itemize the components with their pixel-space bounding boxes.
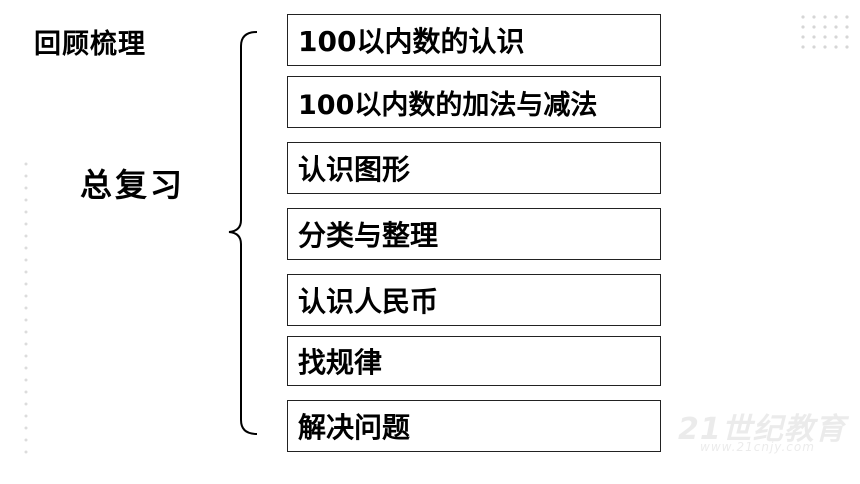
topic-box-5: 认识人民币 (287, 274, 661, 326)
topic-label-2: 100以内数的加法与减法 (298, 89, 598, 121)
watermark-text: 21世纪教育 (678, 412, 846, 447)
watermark-url: www.21cnjy.com (700, 440, 815, 454)
topic-label-3: 认识图形 (298, 153, 411, 186)
watermark-logo: 21世纪教育 www.21cnjy.com (660, 404, 860, 460)
main-topic-title: 总复习 (80, 166, 186, 204)
topic-box-1: 100以内数的认识 (287, 14, 661, 66)
topic-box-6: 找规律 (287, 336, 661, 386)
topic-label-7: 解决问题 (298, 411, 411, 444)
topic-label-4: 分类与整理 (298, 219, 439, 252)
topic-box-3: 认识图形 (287, 142, 661, 194)
section-label: 回顾梳理 (34, 29, 146, 60)
topic-label-6: 找规律 (298, 346, 383, 379)
topic-box-7: 解决问题 (287, 400, 661, 452)
topic-box-2: 100以内数的加法与减法 (287, 76, 661, 128)
dot-column-decoration (24, 162, 28, 454)
topic-label-5: 认识人民币 (298, 285, 439, 318)
topic-box-4: 分类与整理 (287, 208, 661, 260)
topic-label-1: 100以内数的认识 (298, 25, 525, 58)
dot-grid-decoration (801, 15, 849, 49)
curly-brace (228, 31, 258, 435)
